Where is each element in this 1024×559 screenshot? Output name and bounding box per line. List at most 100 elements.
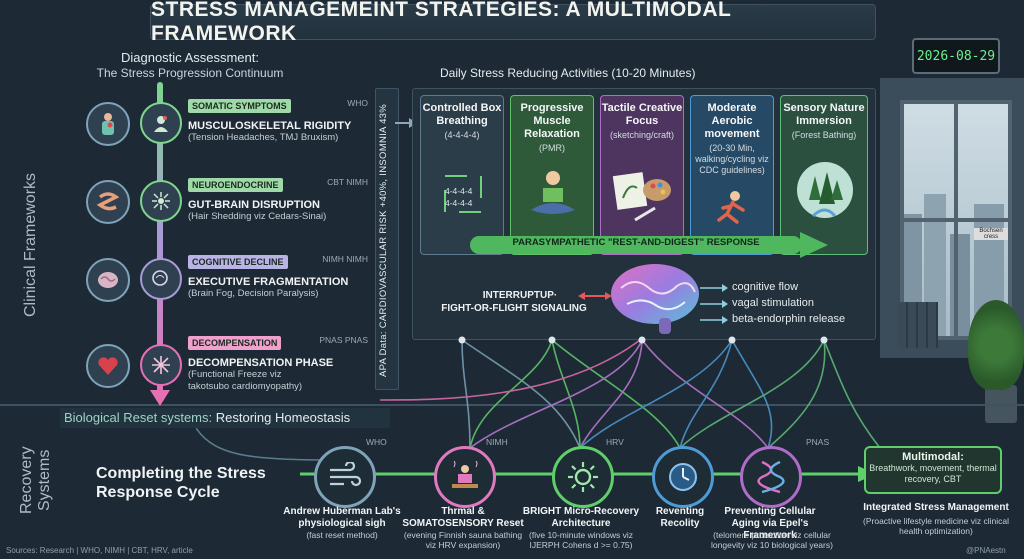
activity-sub: (PMR) <box>539 143 565 153</box>
books <box>898 302 938 348</box>
dna-icon <box>757 460 785 494</box>
bio-reset-banner <box>60 408 390 428</box>
diagnostic-subheading: The Stress Progression Continuum <box>96 66 284 80</box>
stage-node-neuro-icon <box>140 180 182 222</box>
brain-organ-icon <box>86 258 130 302</box>
completing-title: Completing the Stress Response Cycle <box>96 465 266 501</box>
plant-leaves <box>968 300 1024 390</box>
integrated-title: Integrated Stress Management <box>863 502 1009 513</box>
activity-aerobic: Moderate Aerobic movement (20-30 Min, wa… <box>690 95 774 255</box>
stage-somatic: SOMATIC SYMPTOMS WHO MUSCULOSKELETAL RIG… <box>188 96 368 144</box>
stage-source: PNAS PNAS <box>319 335 368 345</box>
recovery-sub-bright: (five 10-minute windows viz IJERPH Cohen… <box>529 530 633 550</box>
clock-icon <box>669 463 697 491</box>
wind-icon <box>330 462 362 487</box>
recovery-sub-aging: (telomere protection viz cellular longev… <box>711 530 833 550</box>
recovery-node-aging <box>740 446 802 508</box>
stage-node-decomp-icon <box>140 344 182 386</box>
apa-banner <box>375 88 399 390</box>
recovery-node-sigh <box>314 446 376 508</box>
stage-neuro: NEUROENDOCRINE CBT NIMH GUT-BRAIN DISRUP… <box>188 175 368 223</box>
recovery-source-who: WHO <box>366 437 387 447</box>
recovery-title-sauna: Thrmal & SOMATOSENSORY Reset <box>402 506 524 529</box>
bio-reset-label: Biological Reset systems: Restoring Home… <box>64 410 350 425</box>
parasympathetic-arrow <box>470 232 828 258</box>
activity-title: Progressive Muscle Relaxation <box>520 102 584 140</box>
recovery-sub-sauna: (evening Finnish sauna bathing viz HRV e… <box>403 530 523 550</box>
stage-title: MUSCULOSKELETAL RIGIDITY <box>188 120 352 132</box>
stage-source: NIMH NIMH <box>322 254 368 264</box>
stage-title: EXECUTIVE FRAGMENTATION <box>188 276 349 288</box>
activity-box-breathing: Controlled Box Breathing (4-4-4-4) 4-4-4… <box>420 95 504 255</box>
forest-icon <box>797 162 853 218</box>
brain-icon <box>611 264 699 334</box>
recovery-node-recolity <box>652 446 714 508</box>
breathing-cycle-icon <box>444 175 482 213</box>
multimodal-sub: Breathwork, movement, thermal recovery, … <box>869 463 997 484</box>
stage-source: CBT NIMH <box>327 177 368 187</box>
output-cognitive-flow: cognitive flow <box>732 281 799 293</box>
interrupt-line2: FIGHT-OR-FLIGHT SIGNALING <box>441 303 587 314</box>
recovery-title-aging: Preventing Cellular Aging via Epel's Fra… <box>724 506 816 541</box>
footer-credit: @PNAestn <box>966 546 1006 555</box>
window-glass: Bochsen cress <box>900 100 1012 340</box>
integrated-sub: (Proactive lifestyle medicine viz clinic… <box>863 516 1009 536</box>
activity-title: Sensory Nature Immersion <box>783 102 865 127</box>
brain-output-arrows <box>700 284 728 324</box>
sun-icon <box>568 462 598 492</box>
runner-icon <box>717 191 745 224</box>
recovery-node-sauna <box>434 446 496 508</box>
activity-sub: (20-30 Min, walking/cycling viz CDC guid… <box>695 143 769 175</box>
stage-desc: (Brain Fog, Decision Paralysis) <box>188 288 319 299</box>
progression-line <box>150 82 170 406</box>
recovery-title-sigh: Andrew Huberman Lab's physiological sigh <box>283 506 401 529</box>
stage-decompensation: DECOMPENSATION PNAS PNAS DECOMPENSATION … <box>188 333 368 393</box>
stage-title: DECOMPENSATION PHASE <box>188 357 334 369</box>
stage-desc: (Tension Headaches, TMJ Bruxism) <box>188 132 339 143</box>
activity-creative: Tactile Creative Focus (sketching/craft) <box>600 95 684 255</box>
interrupt-line1: INTERRUPTUP· <box>482 290 558 301</box>
activity-title: Controlled Box Breathing <box>422 102 502 127</box>
stage-desc: (Functional Freeze viz takotsubo cardiom… <box>188 369 303 392</box>
activity-pmr: Progressive Muscle Relaxation (PMR) <box>510 95 594 255</box>
bio-reset-connector <box>196 428 347 461</box>
stage-source: WHO <box>347 98 368 108</box>
stage-tag: COGNITIVE DECLINE <box>188 255 288 269</box>
body-icon <box>86 102 130 146</box>
activities-heading: Daily Stress Reducing Activities (10-20 … <box>440 66 696 80</box>
box-digits-bottom: 4-4-4-4 <box>445 198 473 208</box>
intestine-icon <box>86 180 130 224</box>
footer-sources: Sources: Research | WHO, NIMH | CBT, HRV… <box>6 546 193 555</box>
interrupt-arrow <box>578 292 612 300</box>
activity-sub: (Forest Bathing) <box>791 130 857 140</box>
stage-node-somatic-icon <box>140 102 182 144</box>
diagnostic-heading: Diagnostic Assessment: <box>120 50 259 65</box>
recovery-source-nimh: NIMH <box>486 437 508 447</box>
activity-sub: (4-4-4-4) <box>444 130 480 140</box>
meditation-icon <box>531 171 575 214</box>
activity-title: Moderate Aerobic movement <box>704 102 760 140</box>
recovery-source-hrv: HRV <box>606 437 624 447</box>
stage-cognitive: COGNITIVE DECLINE NIMH NIMH EXECUTIVE FR… <box>188 252 368 300</box>
multimodal-box: Multimodal: Breathwork, movement, therma… <box>864 446 1002 494</box>
recovery-title-recolity: Reventing Recolity <box>655 506 705 529</box>
bio-reset-rest: Restoring Homeostasis <box>215 410 351 425</box>
sauna-icon <box>452 461 478 488</box>
stage-tag: DECOMPENSATION <box>188 336 282 350</box>
multimodal-title: Multimodal: <box>902 451 964 463</box>
stage-desc: (Hair Shedding viz Cedars-Sinai) <box>188 211 327 222</box>
stage-title: GUT-BRAIN DISRUPTION <box>188 199 320 211</box>
output-endorphin: beta-endorphin release <box>732 313 846 325</box>
heart-icon <box>86 344 130 388</box>
activity-sub: (sketching/craft) <box>609 130 675 140</box>
stage-tag: NEUROENDOCRINE <box>188 178 283 192</box>
date-display: 2026-08-29 <box>912 38 1000 74</box>
output-vagal: vagal stimulation <box>732 297 814 309</box>
activity-title: Tactile Creative Focus <box>601 102 683 127</box>
stage-node-cognitive-icon <box>140 258 182 300</box>
stage-tag: SOMATIC SYMPTOMS <box>188 99 291 113</box>
activity-nature: Sensory Nature Immersion (Forest Bathing… <box>780 95 868 255</box>
recovery-node-bright <box>552 446 614 508</box>
page-title: STRESS MANAGEMEINT STRATEGIES: A MULTIMO… <box>150 0 876 45</box>
